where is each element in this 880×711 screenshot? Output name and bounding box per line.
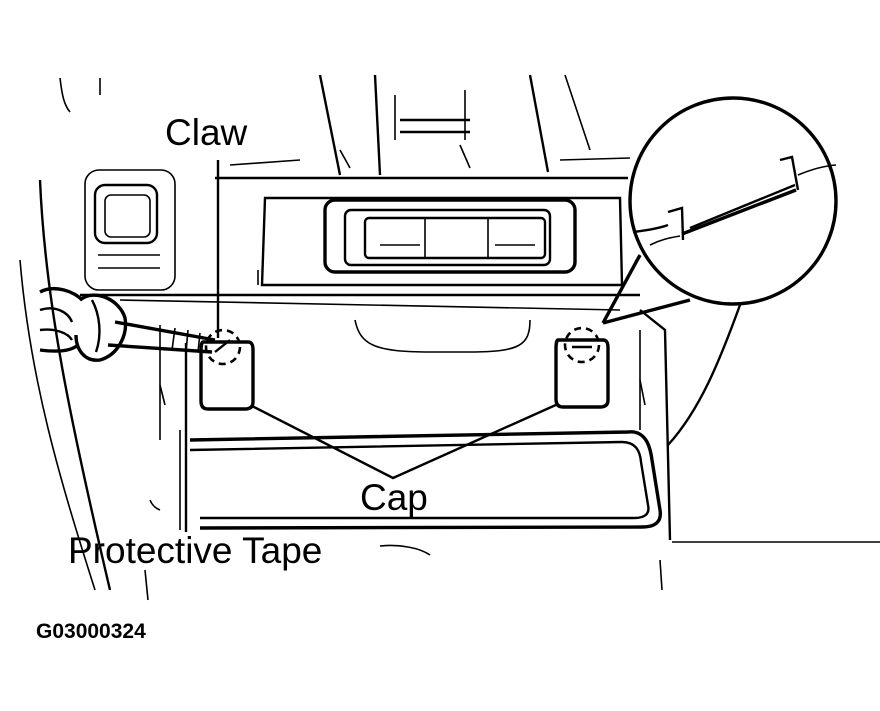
- right-claw-circle: [563, 326, 601, 364]
- protective-tape-label: Protective Tape: [68, 530, 322, 571]
- claw-detail-inset: [601, 96, 838, 325]
- figure-code: G03000324: [36, 620, 146, 643]
- screwdriver-with-hand: [39, 287, 216, 362]
- left-claw-mark: [214, 339, 231, 353]
- cap-label: Cap: [360, 477, 428, 518]
- left-cap: [199, 340, 255, 411]
- cap-callout-lines: [251, 402, 559, 480]
- console-body-outline: [19, 74, 880, 601]
- right-cap: [554, 338, 610, 409]
- left-claw-circle: [204, 328, 242, 366]
- claw-label: Claw: [165, 112, 248, 153]
